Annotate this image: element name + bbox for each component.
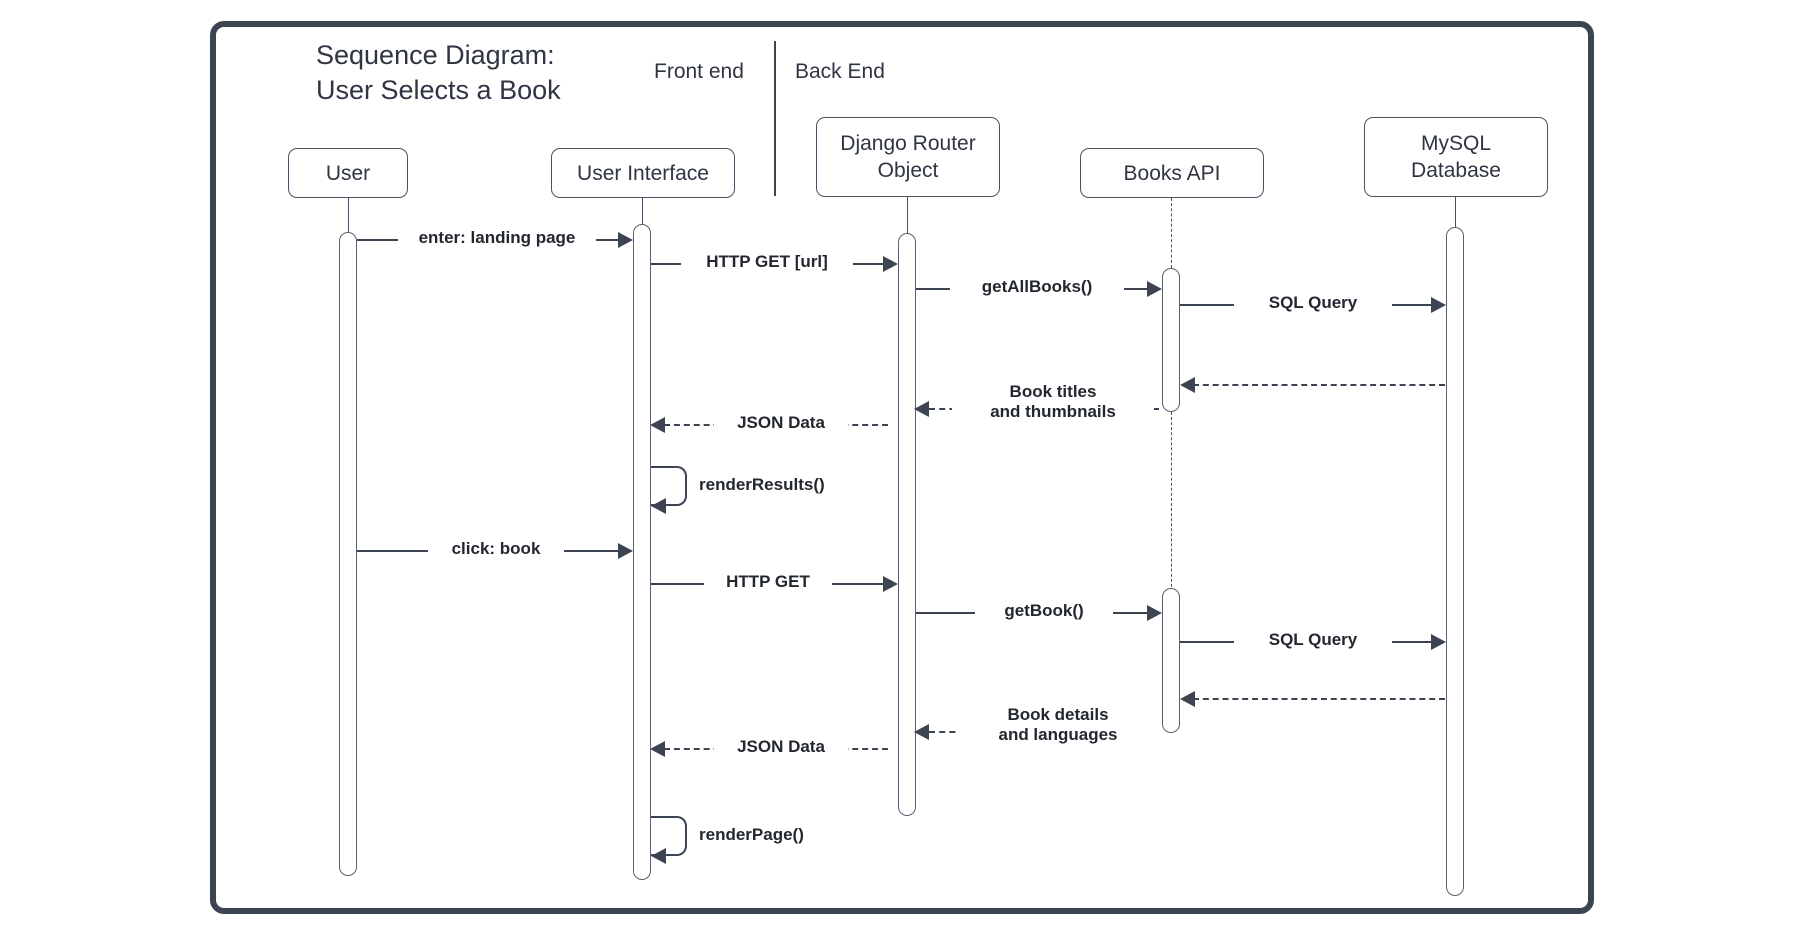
activation-mysql-database: [1446, 227, 1464, 896]
message-label-sql-query-1: SQL Query: [1234, 293, 1392, 313]
message-label-get-all-books: getAllBooks(): [950, 277, 1124, 297]
activation-books-api-2: [1162, 588, 1180, 733]
zone-label-back-end: Back End: [795, 60, 885, 83]
message-label-book-details-and-languages: Book details and languages: [956, 705, 1160, 745]
message-label-enter-landing-page: enter: landing page: [398, 228, 596, 248]
activation-user-interface: [633, 224, 651, 880]
message-arrow-click-book: [618, 543, 633, 559]
message-arrow-book-titles-and-thumbnails: [914, 401, 929, 417]
activation-user: [339, 232, 357, 876]
participant-django-router-object[interactable]: Django Router Object: [816, 117, 1000, 197]
message-arrow-get-all-books: [1147, 281, 1162, 297]
page-title: Sequence Diagram: User Selects a Book: [316, 40, 561, 105]
message-label-render-page: renderPage(): [695, 825, 853, 845]
message-label-http-get-url: HTTP GET [url]: [681, 252, 853, 272]
participant-books-api[interactable]: Books API: [1080, 148, 1264, 198]
lifeline-user: [348, 198, 349, 232]
message-label-click-book: click: book: [428, 539, 564, 559]
participant-mysql-database[interactable]: MySQL Database: [1364, 117, 1548, 197]
message-selfcall-render-results: [651, 466, 687, 506]
message-label-json-data-1: JSON Data: [714, 413, 848, 433]
lifeline-django-router-object: [907, 197, 908, 233]
message-line-db-return-1: [1193, 384, 1445, 386]
message-arrow-db-return-1: [1180, 377, 1195, 393]
message-arrow-json-data-2: [650, 741, 665, 757]
message-arrow-sql-query-2: [1431, 634, 1446, 650]
zone-label-front-end: Front end: [654, 60, 744, 83]
message-arrow-book-details-and-languages: [914, 724, 929, 740]
message-label-get-book: getBook(): [975, 601, 1113, 621]
message-arrow-http-get: [883, 576, 898, 592]
lifeline-books-api: [1171, 198, 1172, 268]
activation-django-router-object: [898, 233, 916, 816]
message-label-render-results: renderResults(): [695, 475, 863, 495]
message-arrow-render-results: [651, 498, 666, 514]
message-arrow-json-data-1: [650, 417, 665, 433]
lifeline-user-interface: [642, 198, 643, 224]
participant-user[interactable]: User: [288, 148, 408, 198]
message-label-sql-query-2: SQL Query: [1234, 630, 1392, 650]
lifeline-books-api-gap: [1171, 412, 1172, 602]
message-line-db-return-2: [1193, 698, 1445, 700]
message-arrow-db-return-2: [1180, 691, 1195, 707]
message-label-http-get: HTTP GET: [704, 572, 832, 592]
lifeline-mysql-database: [1455, 197, 1456, 227]
participant-user-interface[interactable]: User Interface: [551, 148, 735, 198]
message-arrow-http-get-url: [883, 256, 898, 272]
message-arrow-sql-query-1: [1431, 297, 1446, 313]
message-arrow-enter-landing-page: [618, 232, 633, 248]
message-arrow-render-page: [651, 848, 666, 864]
message-arrow-get-book: [1147, 605, 1162, 621]
message-label-json-data-2: JSON Data: [714, 737, 848, 757]
message-label-book-titles-and-thumbnails: Book titles and thumbnails: [952, 382, 1154, 422]
activation-books-api-1: [1162, 268, 1180, 412]
zone-divider: [774, 41, 776, 196]
message-selfcall-render-page: [651, 816, 687, 856]
